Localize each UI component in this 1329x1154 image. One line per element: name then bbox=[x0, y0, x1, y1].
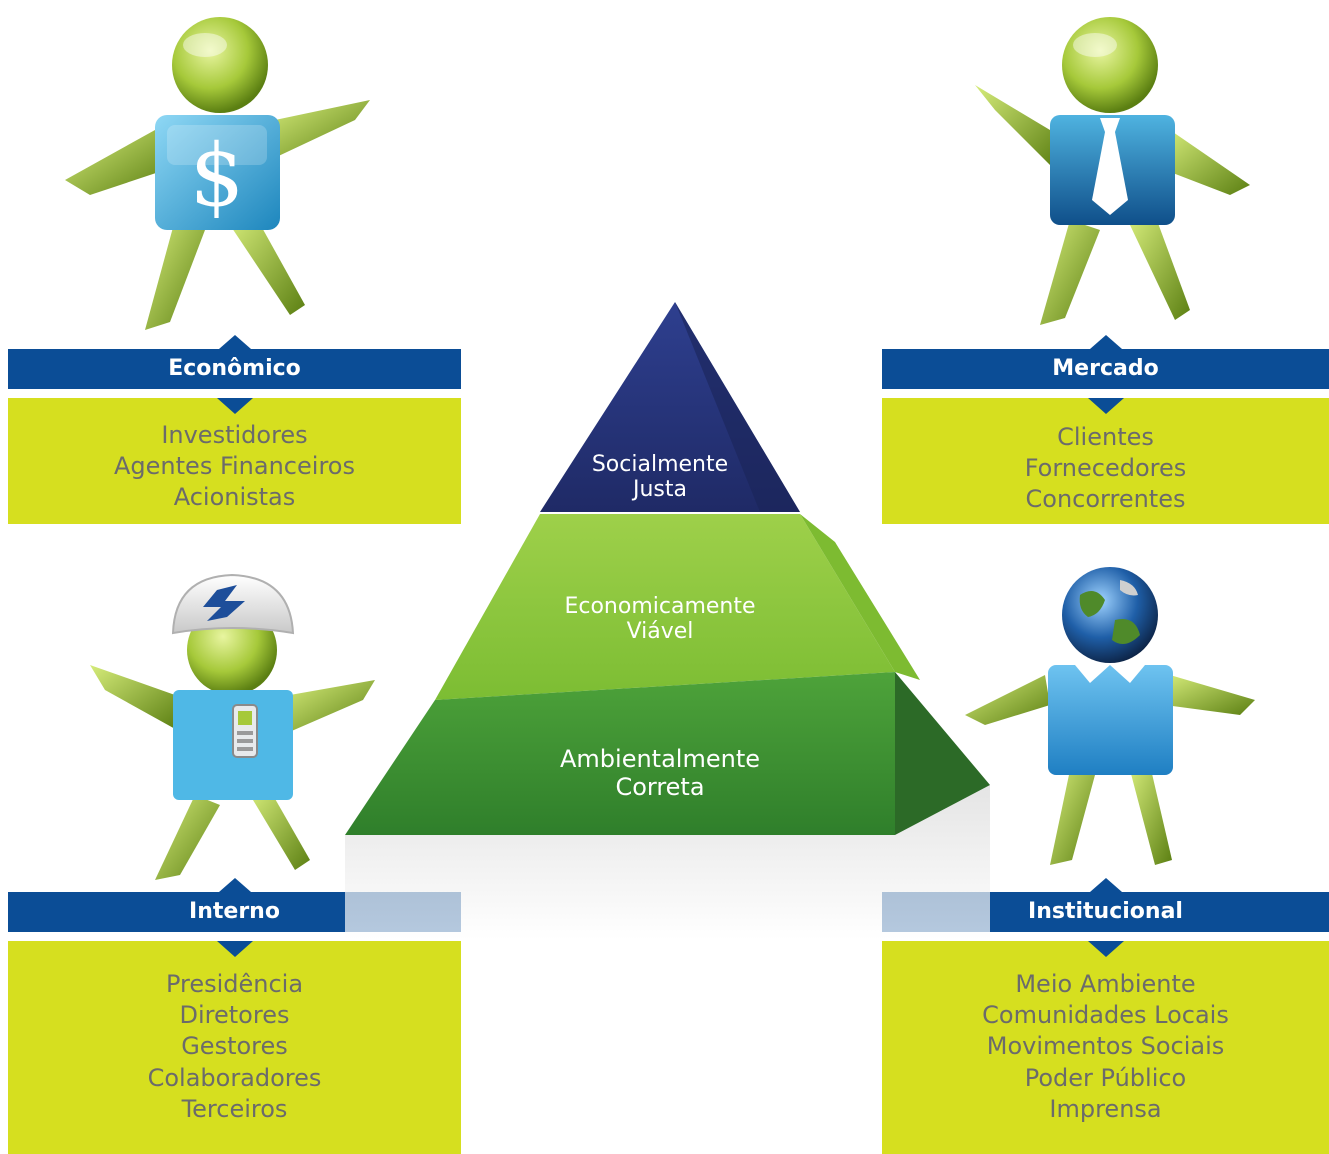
mercado-header-notch bbox=[1089, 335, 1122, 349]
pyramid-bottom-line-2: Correta bbox=[615, 772, 705, 801]
pyramid-bottom-label: Ambientalmente Correta bbox=[510, 745, 810, 801]
economico-header: Econômico bbox=[8, 335, 461, 389]
mercado-figure bbox=[940, 10, 1280, 350]
interno-header-notch bbox=[218, 878, 251, 892]
list-item: Terceiros bbox=[181, 1094, 288, 1123]
pyramid-top-label: Socialmente Justa bbox=[510, 452, 810, 503]
pyramid-top-front bbox=[540, 302, 800, 512]
interno-title: Interno bbox=[189, 899, 280, 924]
economico-header-notch bbox=[218, 335, 251, 349]
pyramid-bottom-side bbox=[895, 672, 990, 835]
institucional-figure bbox=[940, 555, 1280, 895]
interno-list: Presidência Diretores Gestores Colaborad… bbox=[8, 969, 461, 1125]
list-item: Poder Público bbox=[1024, 1063, 1187, 1092]
globe-head-figure-icon bbox=[965, 567, 1255, 865]
svg-text:$: $ bbox=[190, 126, 245, 226]
list-item: Diretores bbox=[179, 1001, 290, 1030]
list-item: Agentes Financeiros bbox=[114, 452, 355, 481]
pyramid-bottom-front bbox=[345, 672, 895, 835]
mercado-box-notch bbox=[1087, 398, 1124, 414]
dollar-figure-icon: $ bbox=[65, 17, 370, 330]
list-item: Comunidades Locais bbox=[982, 1001, 1229, 1030]
pyramid-top-line-2: Justa bbox=[632, 477, 687, 503]
list-item: Presidência bbox=[165, 970, 304, 998]
economico-box-notch bbox=[216, 398, 253, 414]
list-item: Imprensa bbox=[1049, 1094, 1162, 1123]
list-item: Clientes bbox=[1057, 423, 1154, 451]
list-item: Gestores bbox=[181, 1032, 288, 1061]
institucional-list-box: Meio Ambiente Comunidades Locais Movimen… bbox=[882, 941, 1329, 1154]
economico-list: Investidores Agentes Financeiros Acionis… bbox=[8, 420, 461, 514]
institucional-box-notch bbox=[1087, 941, 1124, 957]
institucional-header-notch bbox=[1089, 878, 1122, 892]
pyramid-middle-line-1: Economicamente bbox=[564, 594, 756, 619]
pyramid-middle-line-2: Viável bbox=[626, 619, 694, 645]
list-item: Movimentos Sociais bbox=[986, 1032, 1225, 1061]
mercado-title: Mercado bbox=[1052, 356, 1159, 381]
list-item: Colaboradores bbox=[147, 1063, 322, 1092]
list-item: Concorrentes bbox=[1025, 485, 1186, 514]
institucional-list: Meio Ambiente Comunidades Locais Movimen… bbox=[882, 969, 1329, 1125]
pyramid-middle-label: Economicamente Viável bbox=[510, 594, 810, 645]
pyramid-top-side bbox=[675, 302, 800, 512]
pyramid-graphic bbox=[345, 302, 990, 940]
list-item: Meio Ambiente bbox=[1015, 970, 1196, 998]
list-item: Acionistas bbox=[173, 483, 296, 512]
mercado-list-box: Clientes Fornecedores Concorrentes bbox=[882, 398, 1329, 524]
list-item: Investidores bbox=[161, 421, 308, 449]
pyramid-bottom-line-1: Ambientalmente bbox=[560, 745, 760, 773]
list-item: Fornecedores bbox=[1024, 454, 1187, 483]
helmet-badge-figure-icon bbox=[90, 573, 375, 880]
pyramid-middle-front bbox=[435, 514, 895, 700]
sustainability-pyramid: Socialmente Justa Economicamente Viável … bbox=[330, 290, 1010, 970]
mercado-list: Clientes Fornecedores Concorrentes bbox=[882, 422, 1329, 516]
economico-figure: $ bbox=[55, 10, 395, 350]
tie-figure-icon bbox=[975, 17, 1250, 325]
institucional-title: Institucional bbox=[1028, 899, 1183, 924]
economico-title: Econômico bbox=[168, 356, 301, 381]
mercado-header: Mercado bbox=[882, 335, 1329, 389]
interno-box-notch bbox=[216, 941, 253, 957]
interno-figure bbox=[65, 555, 405, 895]
pyramid-top-line-1: Socialmente bbox=[591, 452, 729, 477]
economico-list-box: Investidores Agentes Financeiros Acionis… bbox=[8, 398, 461, 524]
interno-list-box: Presidência Diretores Gestores Colaborad… bbox=[8, 941, 461, 1154]
pyramid-middle-side bbox=[800, 514, 920, 680]
